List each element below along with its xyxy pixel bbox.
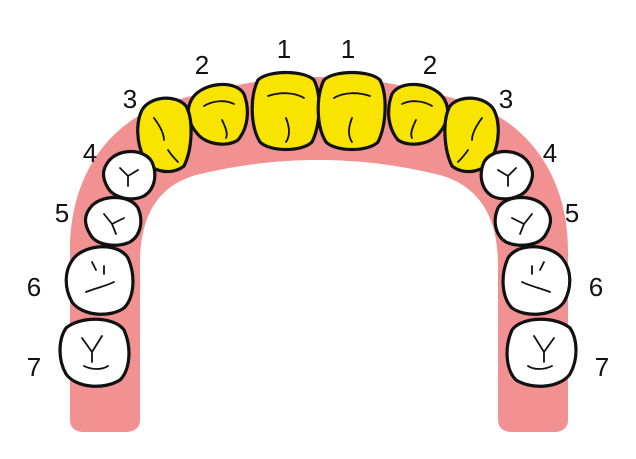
tooth-label-right-1: 1 <box>341 34 355 64</box>
tooth-right-5 <box>493 195 553 247</box>
tooth-label-left-4: 4 <box>83 138 97 168</box>
tooth-label-right-7: 7 <box>595 352 609 382</box>
tooth-left-4 <box>101 149 157 201</box>
tooth-label-right-5: 5 <box>565 198 579 228</box>
tooth-left-7 <box>58 317 131 388</box>
tooth-label-left-7: 7 <box>27 352 41 382</box>
tooth-label-left-1: 1 <box>277 34 291 64</box>
tooth-left-6 <box>64 245 135 316</box>
tooth-right-4 <box>479 149 535 201</box>
tooth-label-right-4: 4 <box>543 138 557 168</box>
tooth-label-left-6: 6 <box>27 272 41 302</box>
tooth-label-right-6: 6 <box>589 272 603 302</box>
tooth-label-left-5: 5 <box>55 198 69 228</box>
tooth-left-3 <box>136 96 193 174</box>
tooth-label-right-3: 3 <box>499 84 513 114</box>
tooth-left-2 <box>186 82 249 146</box>
tooth-right-1 <box>316 70 387 152</box>
tooth-right-6 <box>501 245 572 316</box>
tooth-left-5 <box>83 195 143 247</box>
tooth-right-2 <box>387 82 450 146</box>
tooth-label-right-2: 2 <box>423 50 437 80</box>
tooth-right-7 <box>505 317 578 388</box>
tooth-label-left-3: 3 <box>123 84 137 114</box>
tooth-right-3 <box>443 96 500 174</box>
gum-arch <box>70 77 568 432</box>
tooth-left-1 <box>250 70 321 152</box>
tooth-label-left-2: 2 <box>195 50 209 80</box>
